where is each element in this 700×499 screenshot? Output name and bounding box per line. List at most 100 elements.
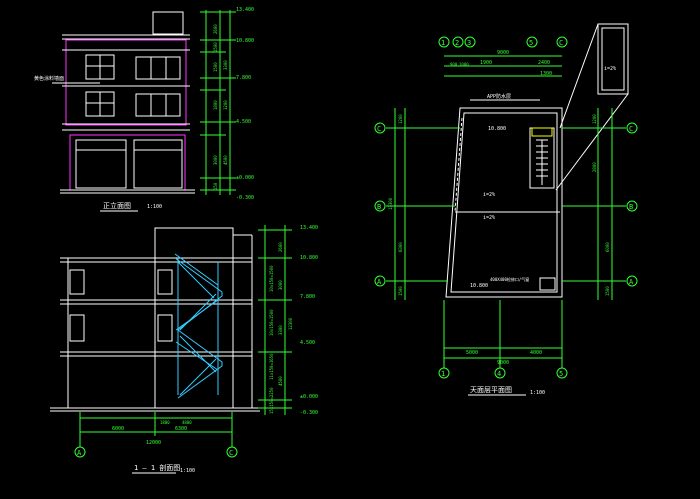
shop-front	[75, 139, 127, 189]
level-label: -0.300	[300, 410, 318, 416]
dim-label: 2600	[213, 24, 218, 34]
axis-bubble	[226, 446, 238, 458]
stair-flights	[174, 253, 223, 399]
axis-label: A	[629, 278, 634, 286]
section-window	[69, 269, 85, 295]
plan-axes-top: 1 2 3 5 C	[438, 36, 568, 48]
stair-dim: 15x150=2250	[269, 387, 274, 414]
level-label: 7.800	[236, 75, 251, 81]
dim-label: 6000	[605, 242, 610, 252]
dim-label: 4500	[278, 376, 283, 386]
dim-label: 1200	[223, 100, 228, 110]
shop-front	[133, 139, 183, 189]
dim-label: 2800	[592, 162, 597, 172]
axis-label: 3	[467, 39, 471, 47]
slope-label: i=2%	[483, 192, 495, 198]
dim-label: 900	[450, 62, 458, 67]
dim-label: 3300	[223, 60, 228, 70]
slope-label: i=2%	[483, 215, 495, 221]
dim-label: 150	[213, 182, 218, 190]
level-label: 13.400	[300, 225, 318, 231]
axis-label: A	[377, 278, 382, 286]
dim-label: 12300	[288, 317, 293, 330]
dim-label: 1500	[213, 42, 218, 52]
dim-total: 9000	[497, 360, 509, 366]
level-label: ±0.000	[300, 394, 318, 400]
dim-label: 2600	[278, 242, 283, 252]
axis-label: B	[377, 203, 381, 211]
window	[135, 56, 181, 80]
level-label: 10.800	[236, 38, 254, 44]
dim-label: 1200	[592, 114, 597, 124]
material-note: 黄色涂料墙面	[34, 75, 64, 82]
dim-label: 2400	[538, 60, 550, 66]
dim-total: 13300	[388, 197, 393, 210]
detail-label: i=2%	[604, 66, 616, 72]
level-label: 13.400	[236, 7, 254, 13]
roof-note: APP防水层	[487, 93, 511, 100]
axis-label: C	[229, 449, 233, 457]
axis-label: 2	[455, 39, 459, 47]
axis-label: C	[377, 125, 381, 133]
section-window	[157, 269, 173, 295]
detail-box	[597, 23, 629, 95]
dim-label: 1200	[398, 114, 403, 124]
dim-label: 1800	[160, 420, 170, 425]
axis-label: B	[629, 203, 633, 211]
axis-label: 5	[529, 39, 533, 47]
roof-plan: 1 2 3 5 C 9000 1900 2400 1300 900 1000 i…	[374, 23, 638, 396]
plan-axes-right: C B A	[626, 122, 638, 287]
axis-label: C	[559, 39, 563, 47]
hatch	[531, 127, 553, 137]
stair-dim: 10x150=1500	[269, 265, 274, 292]
front-elevation: 黄色涂料墙面 正立面图 1:100 13.400 10.800 7.800 4.…	[34, 7, 254, 212]
axis-label: 1	[441, 370, 445, 378]
dim-label: 4000	[530, 350, 542, 356]
stair-dim: 11x150=1650	[269, 353, 274, 380]
axis-label: 5	[559, 370, 563, 378]
drain-note: 400X400检修口/气窗	[490, 276, 529, 282]
stair-dim: 10x150=1500	[269, 309, 274, 336]
level-label: 10.800	[488, 126, 506, 132]
dim-label: 4800	[182, 420, 192, 425]
axis-label: 1	[441, 39, 445, 47]
level-label: 4.500	[236, 119, 251, 125]
dim-label: 1500	[605, 286, 610, 296]
level-label: -0.300	[236, 195, 254, 201]
dim-label: 3300	[278, 325, 283, 335]
dim-label: 5000	[466, 350, 478, 356]
dim-label: 1300	[540, 71, 552, 77]
axis-label: 4	[497, 370, 501, 378]
dim-label: 3000	[213, 155, 218, 165]
section-window	[157, 314, 173, 342]
stair-tower	[152, 11, 184, 35]
roof-outline	[445, 107, 563, 298]
dim-label: 6300	[175, 426, 187, 432]
axis-label: A	[77, 449, 82, 457]
level-label: 4.500	[300, 340, 315, 346]
dim-label: 1900	[480, 60, 492, 66]
dim-label: 1800	[213, 100, 218, 110]
plan-title: 天面层平面图	[470, 386, 512, 394]
section-title: 1 — 1 剖面图	[134, 463, 180, 472]
level-label: ±0.000	[236, 175, 254, 181]
section-scale: 1:100	[180, 468, 195, 474]
dim-label: 6000	[112, 426, 124, 432]
dim-label: 1500	[398, 286, 403, 296]
level-label: 10.800	[300, 255, 318, 261]
plan-axes-left: C B A	[374, 122, 386, 287]
elevation-scale: 1:100	[147, 204, 162, 210]
dim-label: 1000	[459, 62, 469, 67]
dim-label: 1500	[213, 62, 218, 72]
axis-bubble	[74, 446, 86, 458]
level-label: 10.800	[470, 283, 488, 289]
dim-label: 4500	[223, 155, 228, 165]
dim-label: 6000	[398, 242, 403, 252]
section-1-1: 13.400 10.800 7.800 4.500 ±0.000 -0.300 …	[50, 225, 318, 474]
axis-label: C	[629, 125, 633, 133]
dim-total: 12000	[146, 440, 161, 446]
elevation-title: 正立面图	[103, 201, 131, 210]
window	[135, 93, 181, 117]
level-label: 7.800	[300, 294, 315, 300]
